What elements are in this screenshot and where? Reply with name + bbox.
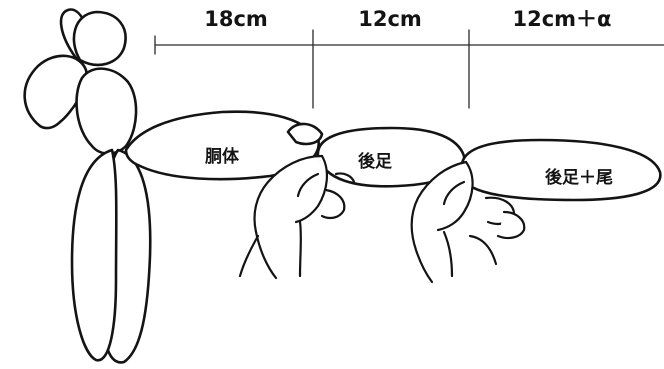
hind-leg-segment (316, 126, 466, 188)
hand-right (410, 160, 526, 284)
label-hind-leg-tail-length: 12cm＋α (513, 7, 612, 31)
ear-right (72, 10, 127, 67)
front-leg-front (70, 148, 118, 362)
measurement-bracket (154, 29, 664, 109)
hand-left (238, 154, 356, 280)
label-hind-leg-segment: 後足 (358, 151, 392, 172)
label-hind-leg-tail-segment: 後足＋尾 (545, 167, 613, 188)
label-hind-leg-length: 12cm (358, 7, 422, 31)
neck-bubble (75, 67, 138, 155)
label-body-length: 18cm (204, 7, 268, 31)
twist-knot (286, 122, 324, 146)
nose-bubble (23, 54, 88, 130)
label-body-segment: 胴体 (205, 146, 240, 167)
